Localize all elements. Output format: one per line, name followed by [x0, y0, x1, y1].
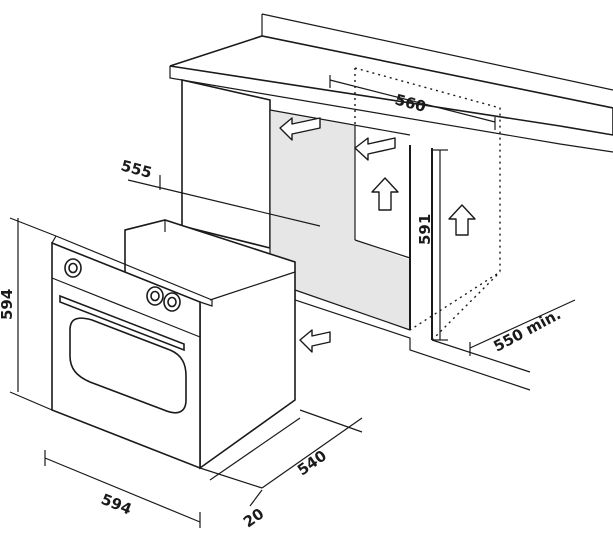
- dim-591: 591: [416, 149, 448, 341]
- knob-right-1: [146, 286, 164, 306]
- dim-550-min: 550 min.: [469, 299, 576, 356]
- label-20: 20: [240, 505, 267, 532]
- worktop: [169, 13, 613, 153]
- arrow-icon: [354, 137, 396, 161]
- knob-right-2: [163, 292, 181, 312]
- dim-594-width: 594: [44, 450, 201, 528]
- dim-20: 20: [199, 467, 267, 532]
- label-540: 540: [294, 447, 330, 480]
- arrow-icon: [299, 329, 331, 353]
- label-594-width: 594: [99, 490, 135, 518]
- arrow-icon: [448, 204, 476, 236]
- label-555: 555: [119, 156, 154, 181]
- control-strip: [51, 258, 201, 338]
- oven-handle: [59, 294, 185, 352]
- clearance-box: [354, 67, 501, 341]
- label-594-height: 594: [0, 289, 16, 320]
- oven-window: [69, 317, 187, 414]
- dim-594-height: 594: [0, 217, 57, 411]
- label-591: 591: [416, 214, 434, 245]
- knob-left: [64, 258, 82, 278]
- arrow-icon: [279, 117, 321, 141]
- arrow-icon: [371, 177, 399, 211]
- label-550-min: 550 min.: [490, 305, 564, 355]
- cabinet-side-left: [181, 78, 271, 250]
- cabinet-cavity: [269, 109, 433, 340]
